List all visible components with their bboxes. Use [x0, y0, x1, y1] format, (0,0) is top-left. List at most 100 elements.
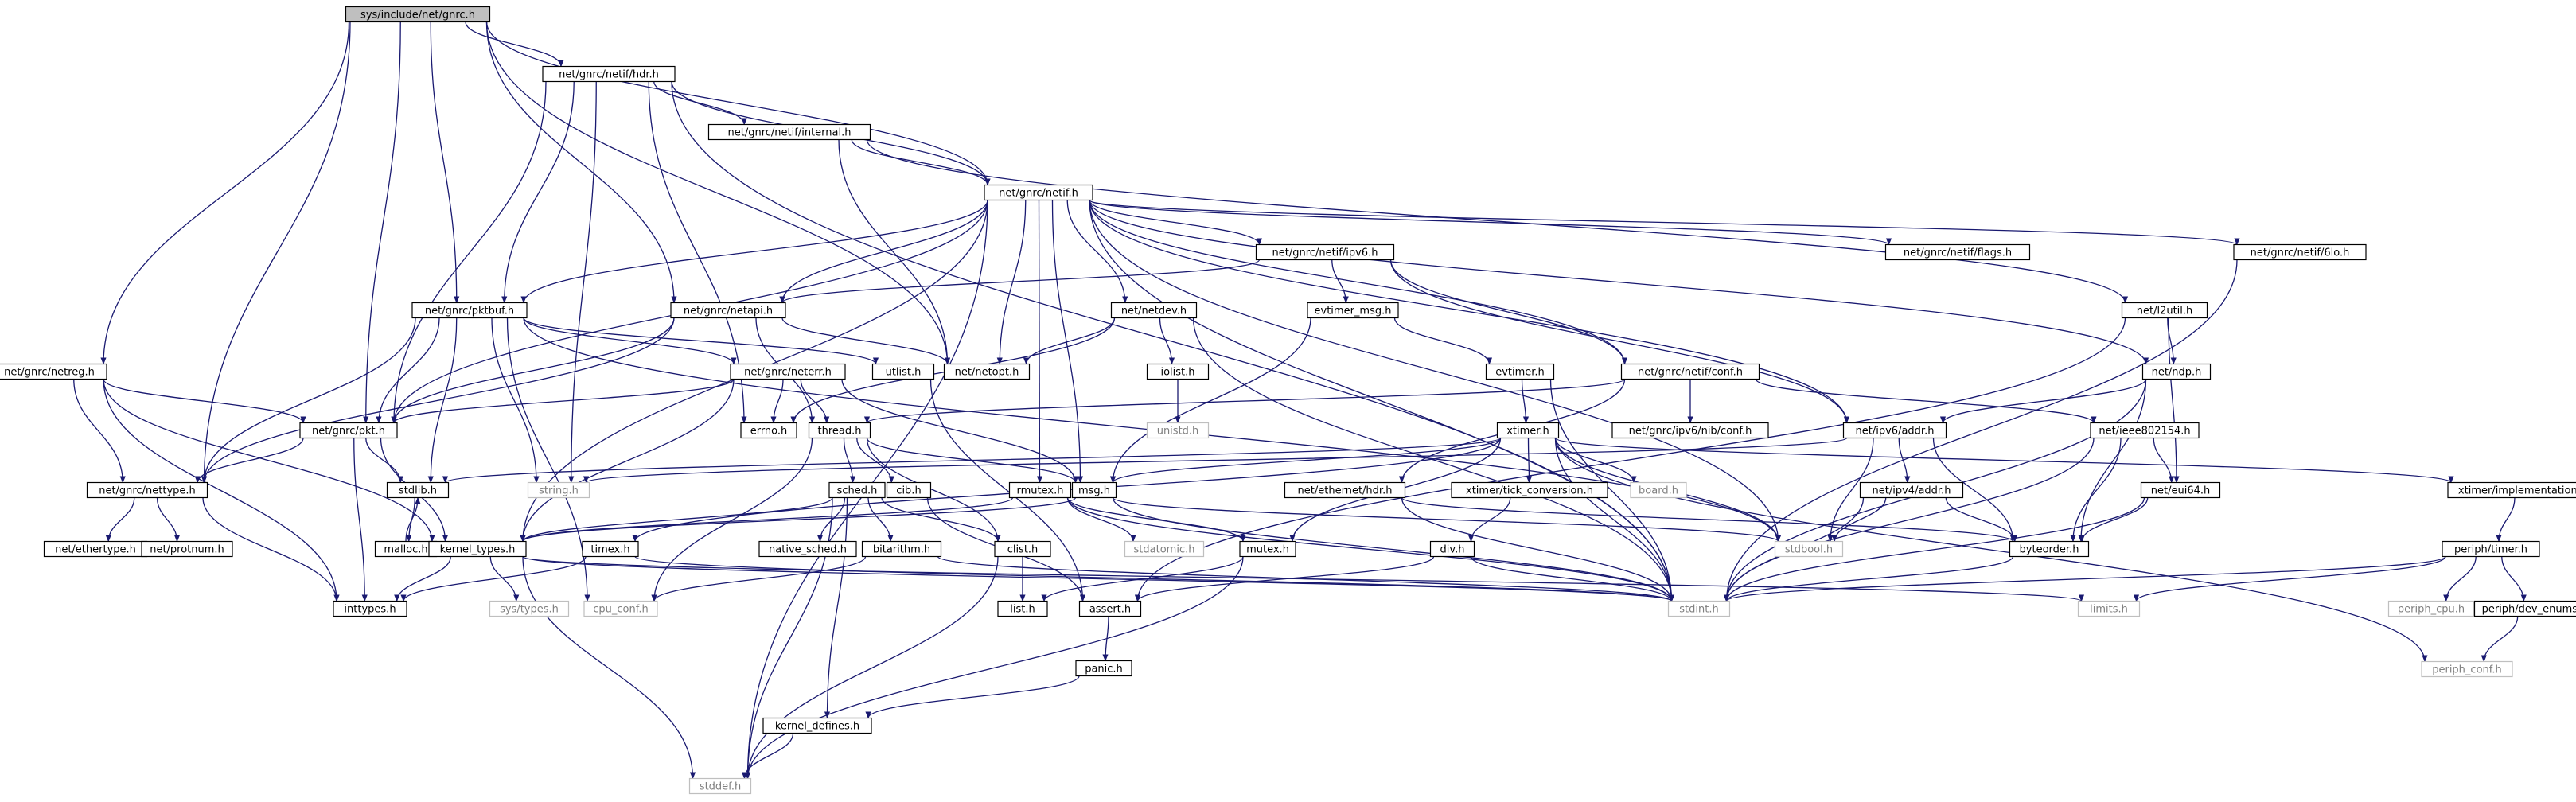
edge-neterr-to-pkt: [391, 378, 735, 424]
node-inttypes[interactable]: inttypes.h: [333, 600, 407, 617]
node-div[interactable]: div.h: [1429, 540, 1475, 558]
node-label: net/ieee802154.h: [2099, 426, 2190, 438]
node-6lo[interactable]: net/gnrc/netif/6lo.h: [2233, 243, 2367, 261]
node-ximpl[interactable]: xtimer/implementation.h: [2447, 481, 2576, 499]
edge-root-to-pktbuf: [430, 21, 460, 304]
node-box: [2387, 600, 2475, 617]
node-pkt[interactable]: net/gnrc/pkt.h: [299, 422, 398, 439]
node-ipv6addr[interactable]: net/ipv6/addr.h: [1842, 422, 1947, 439]
node-label: net/ethernet/hdr.h: [1298, 485, 1393, 497]
node-ptimer[interactable]: periph/timer.h: [2442, 540, 2540, 558]
node-label: net/gnrc/neterr.h: [744, 367, 832, 379]
node-netreg[interactable]: net/gnrc/netreg.h: [0, 363, 107, 380]
edge-neterr-to-errno: [770, 379, 784, 424]
node-list[interactable]: list.h: [997, 600, 1048, 617]
node-errno[interactable]: errno.h: [740, 422, 797, 439]
edge-netif-to-msg: [1051, 200, 1084, 484]
edge-panic-to-kdefs: [865, 675, 1080, 719]
node-bitarithm[interactable]: bitarithm.h: [861, 540, 942, 558]
node-msg[interactable]: msg.h: [1071, 481, 1117, 499]
edge-netif-to-6lo: [1089, 199, 2240, 246]
node-box: [1078, 600, 1142, 617]
node-label: net/gnrc/netif/ipv6.h: [1272, 247, 1378, 259]
edge-l2util-to-eui64: [2168, 317, 2180, 484]
node-conf[interactable]: net/gnrc/netif/conf.h: [1620, 363, 1760, 380]
node-label: board.h: [1639, 485, 1678, 497]
node-stdint: stdint.h: [1667, 600, 1731, 617]
node-neterr[interactable]: net/gnrc/neterr.h: [730, 363, 846, 380]
node-netif[interactable]: net/gnrc/netif.h: [984, 184, 1093, 201]
node-mutex[interactable]: mutex.h: [1239, 540, 1296, 558]
node-ethertype[interactable]: net/ethertype.h: [43, 540, 148, 558]
node-label: native_sched.h: [769, 544, 847, 556]
node-ktypes[interactable]: kernel_types.h: [428, 540, 527, 558]
node-box: [1842, 422, 1947, 439]
node-label: limits.h: [2090, 604, 2128, 616]
node-nettype[interactable]: net/gnrc/nettype.h: [86, 481, 208, 499]
edge-thread-to-cib: [856, 438, 894, 484]
node-flags[interactable]: net/gnrc/netif/flags.h: [1884, 243, 2031, 261]
node-ethhdr[interactable]: net/ethernet/hdr.h: [1284, 481, 1406, 499]
edge-netif-to-ipv6: [1089, 200, 1263, 246]
node-l2util[interactable]: net/l2util.h: [2121, 302, 2208, 319]
node-label: unistd.h: [1157, 426, 1199, 438]
node-byteorder[interactable]: byteorder.h: [2009, 540, 2090, 558]
edge-conf-to-ieee: [1755, 378, 2097, 424]
edge-sched-to-kdefs: [824, 497, 848, 719]
node-sched[interactable]: sched.h: [828, 481, 886, 499]
node-penums[interactable]: periph/dev_enums.h: [2473, 600, 2576, 617]
node-pktbuf[interactable]: net/gnrc/pktbuf.h: [411, 302, 528, 319]
node-stdlib[interactable]: stdlib.h: [386, 481, 450, 499]
node-box: [2233, 243, 2367, 261]
node-evtimer[interactable]: evtimer.h: [1485, 363, 1555, 380]
node-label: net/gnrc/netif.h: [999, 188, 1078, 200]
edge-pktbuf-to-stdlib: [427, 317, 458, 484]
node-malloc[interactable]: malloc.h: [374, 540, 438, 558]
node-netdev[interactable]: net/netdev.h: [1110, 302, 1198, 319]
node-protnum[interactable]: net/protnum.h: [141, 540, 233, 558]
node-eui64[interactable]: net/eui64.h: [2140, 481, 2221, 499]
node-box: [2090, 422, 2200, 439]
edge-xtimer-to-ximpl: [1554, 437, 2454, 484]
node-cib[interactable]: cib.h: [886, 481, 932, 499]
node-evmsg[interactable]: evtimer_msg.h: [1307, 302, 1399, 319]
node-rmutex[interactable]: rmutex.h: [1008, 481, 1072, 499]
node-netopt[interactable]: net/netopt.h: [943, 363, 1031, 380]
node-xtimer[interactable]: xtimer.h: [1496, 422, 1560, 439]
node-nibconf[interactable]: net/gnrc/ipv6/nib/conf.h: [1611, 422, 1769, 439]
node-thread[interactable]: thread.h: [808, 422, 871, 439]
node-iolist[interactable]: iolist.h: [1146, 363, 1210, 380]
edge-l2util-to-ndp: [2167, 317, 2177, 365]
node-root[interactable]: sys/include/net/gnrc.h: [345, 6, 491, 23]
node-label: list.h: [1010, 604, 1035, 616]
edge-evmsg-to-evtimer: [1393, 317, 1493, 365]
edge-ipv4addr-to-byteorder: [1945, 497, 2018, 543]
node-ipv6[interactable]: net/gnrc/netif/ipv6.h: [1255, 243, 1395, 261]
node-clist[interactable]: clist.h: [994, 540, 1051, 558]
node-box: [428, 540, 527, 558]
node-box: [707, 123, 871, 141]
edge-xtimer-to-tickconv: [1526, 438, 1533, 484]
node-internal[interactable]: net/gnrc/netif/internal.h: [707, 123, 871, 141]
node-panic[interactable]: panic.h: [1075, 660, 1132, 677]
node-utlist[interactable]: utlist.h: [871, 363, 935, 380]
node-hdr[interactable]: net/gnrc/netif/hdr.h: [542, 65, 676, 83]
edge-6lo-to-stdint: [1723, 259, 2238, 602]
node-ieee[interactable]: net/ieee802154.h: [2090, 422, 2200, 439]
node-kdefs[interactable]: kernel_defines.h: [762, 717, 872, 734]
node-netapi[interactable]: net/gnrc/netapi.h: [670, 302, 786, 319]
edge-thread-to-sched: [843, 438, 856, 484]
edge-netdev-to-iolist: [1159, 317, 1175, 365]
node-box: [1075, 660, 1132, 677]
edge-netapi-to-pkt: [391, 317, 675, 424]
node-nsched[interactable]: native_sched.h: [758, 540, 857, 558]
node-box: [527, 481, 590, 499]
node-tickconv[interactable]: xtimer/tick_conversion.h: [1451, 481, 1608, 499]
node-ipv4addr[interactable]: net/ipv4/addr.h: [1859, 481, 1964, 499]
node-systypes: sys/types.h: [489, 600, 570, 617]
node-box: [1071, 481, 1117, 499]
edge-thread-to-clist: [866, 438, 1001, 543]
node-ndp[interactable]: net/ndp.h: [2141, 363, 2212, 380]
node-assert[interactable]: assert.h: [1078, 600, 1142, 617]
node-timex[interactable]: timex.h: [582, 540, 639, 558]
